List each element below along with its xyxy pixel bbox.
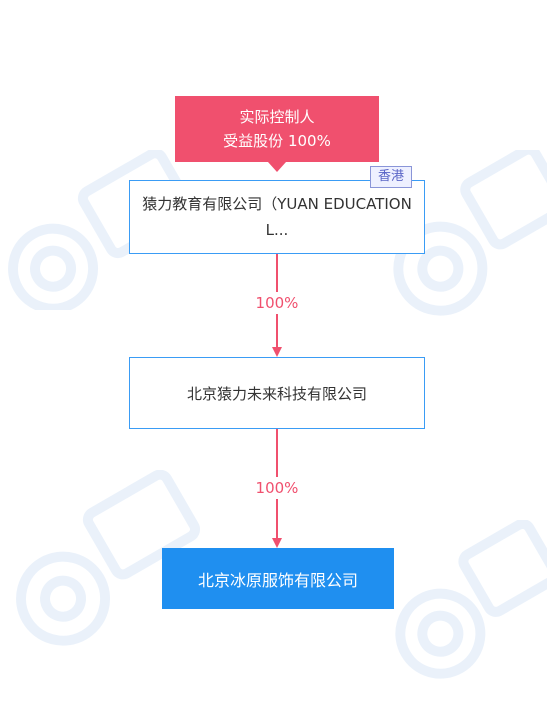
company-name: 北京冰原服饰有限公司 [197, 570, 358, 590]
arrow-down-icon [272, 347, 282, 357]
company-name: 北京猿力未来科技有限公司 [186, 384, 367, 403]
company-node-yuanli-future[interactable]: 北京猿力未来科技有限公司 [129, 357, 425, 429]
controller-title: 实际控制人 [239, 108, 315, 126]
watermark-logo-icon [395, 520, 547, 679]
controller-callout: 实际控制人 受益股份 100% [175, 96, 379, 162]
region-badge: 香港 [370, 166, 412, 188]
edge-share-label: 100% [237, 477, 317, 499]
company-node-target[interactable]: 北京冰原服饰有限公司 [162, 548, 394, 609]
arrow-down-icon [272, 538, 282, 548]
callout-pointer [268, 162, 286, 172]
controller-share: 受益股份 100% [223, 132, 331, 150]
company-node-yuan-education[interactable]: 猿力教育有限公司（YUAN EDUCATION L... [129, 180, 425, 254]
edge-share-label: 100% [237, 292, 317, 314]
company-name: 猿力教育有限公司（YUAN EDUCATION L... [142, 195, 412, 239]
